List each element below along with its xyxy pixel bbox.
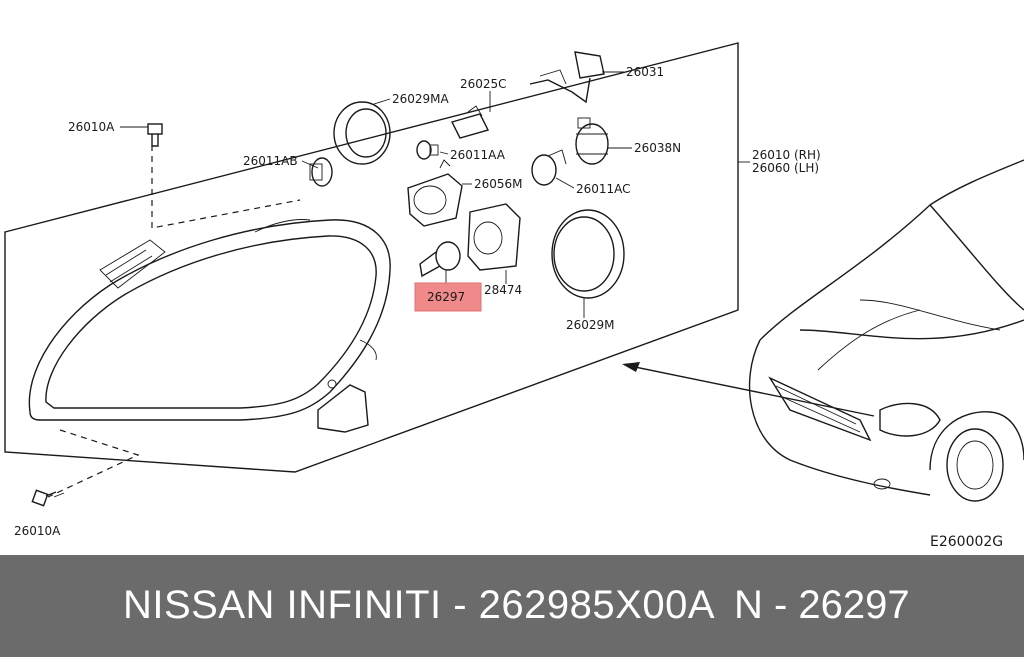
- bulb-icon: [416, 140, 439, 160]
- footer-part-number: NISSAN INFINITI - 262985X00A: [123, 583, 716, 627]
- label-26010A-bottom: 26010A: [14, 524, 61, 538]
- leader-lines: [53, 71, 750, 498]
- exploded-view-frame: [4, 42, 739, 473]
- vehicle-illustration: [748, 159, 1024, 502]
- dust-cap-icon: [333, 101, 391, 165]
- label-26038N: 26038N: [634, 141, 681, 155]
- screw-icon: [31, 489, 57, 507]
- label-26029MA: 26029MA: [392, 92, 450, 106]
- harness-icon: [529, 51, 605, 104]
- label-26056M: 26056M: [474, 177, 523, 191]
- dust-cap-icon: [551, 209, 625, 318]
- label-26029M: 26029M: [566, 318, 615, 332]
- label-26031: 26031: [626, 65, 664, 79]
- screw-icon: [147, 123, 163, 147]
- headlamp-assembly: [28, 219, 391, 433]
- footer-reference: N - 26297: [734, 583, 910, 627]
- part-highlight: [414, 282, 482, 312]
- socket-icon: [575, 117, 609, 165]
- label-26011AC: 26011AC: [576, 182, 631, 196]
- parts-diagram: 26010A 26011AB 26029MA 26025C 26031 2601…: [4, 42, 1024, 550]
- label-28474: 28474: [484, 283, 522, 297]
- bulb-icon: [531, 149, 567, 186]
- footer-bar: NISSAN INFINITI - 262985X00A N - 26297: [0, 555, 1024, 657]
- xenon-bulb-icon: [419, 241, 461, 278]
- label-26297: 26297: [427, 290, 465, 304]
- ballast-icon: [467, 203, 521, 271]
- label-26060-lh: 26060 (LH): [752, 161, 819, 175]
- socket-icon: [450, 105, 490, 139]
- label-26025C: 26025C: [460, 77, 507, 91]
- bulb-icon: [309, 157, 333, 187]
- label-26011AA: 26011AA: [450, 148, 506, 162]
- label-26010A-top: 26010A: [68, 120, 115, 134]
- diagram-code: E260002G: [930, 534, 1003, 550]
- leveling-motor-icon: [407, 159, 463, 227]
- label-26010-rh: 26010 (RH): [752, 148, 821, 162]
- location-arrow: [622, 362, 875, 417]
- label-26011AB: 26011AB: [243, 154, 298, 168]
